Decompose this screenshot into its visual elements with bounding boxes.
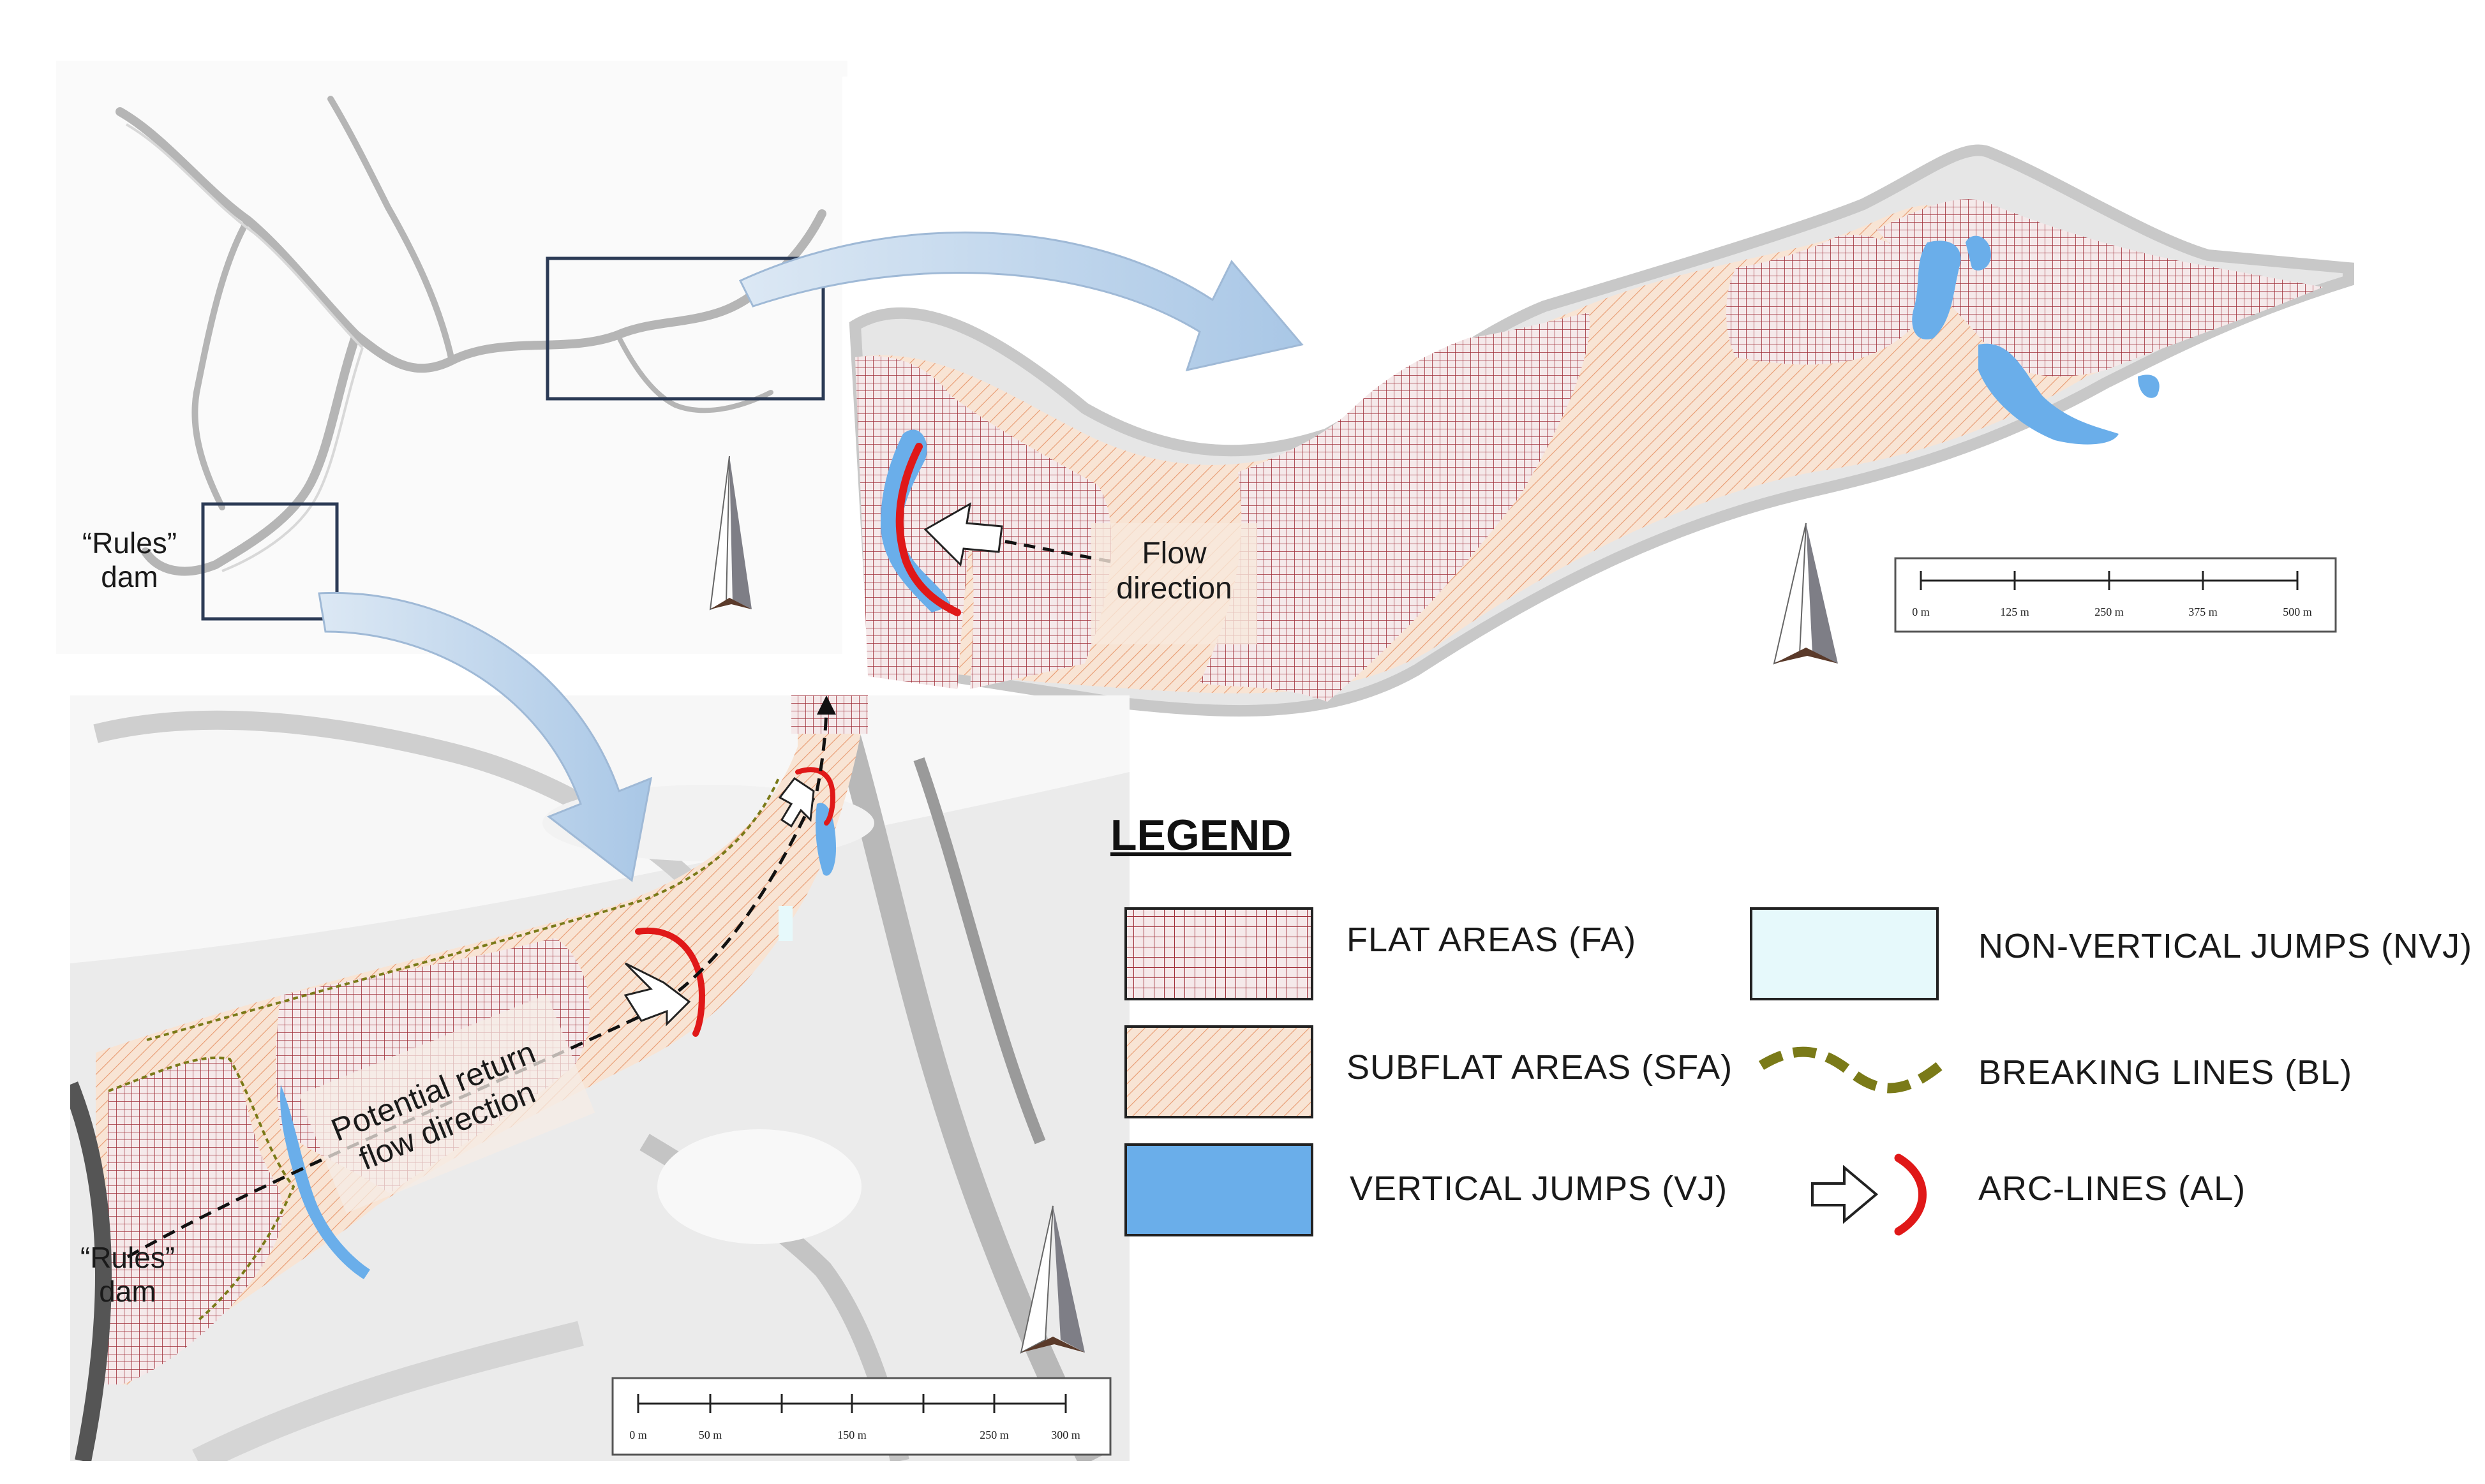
- lower-north-arrow-icon: [1020, 1205, 1085, 1354]
- legend-nvj-label: NON-VERTICAL JUMPS (NVJ): [1978, 927, 2473, 965]
- lower-scale-bar: 0 m 50 m 150 m 250 m 300 m: [611, 1377, 1112, 1456]
- lower-vertical-jump-1: [280, 1085, 370, 1279]
- lower-flow-arrow-icon-2: [778, 776, 815, 828]
- lower-arc-line-1: [635, 927, 706, 1037]
- upper-flat-area-2: [951, 396, 1112, 689]
- upper-flow-label: Flow direction: [1116, 537, 1232, 606]
- lower-arc-line-2: [795, 767, 836, 826]
- upper-arc-line: [895, 443, 961, 616]
- lower-scale-tick-0: 0 m: [629, 1428, 647, 1441]
- legend-title: LEGEND: [1110, 811, 1292, 859]
- lower-breaking-line-1: [108, 1057, 295, 1322]
- lower-map-canvas: 0 m 50 m 150 m 250 m 300 m: [70, 695, 1130, 1461]
- upper-scale-tick-0: 0 m: [1912, 605, 1930, 618]
- legend-arc-icon: [1894, 1154, 1927, 1236]
- legend: LEGEND FLAT AREAS (FA) SUBFLAT AREAS (SF…: [1110, 810, 2472, 1295]
- upper-vertical-jump-4: [2138, 375, 2160, 398]
- legend-bl-label: BREAKING LINES (BL): [1978, 1053, 2353, 1092]
- lower-flow-arrow-icon-1: [623, 962, 691, 1027]
- lower-scale-tick-3: 250 m: [980, 1428, 1009, 1441]
- lower-scale-tick-4: 300 m: [1051, 1428, 1080, 1441]
- legend-fa-swatch: [1124, 907, 1313, 1000]
- upper-scale-tick-1: 125 m: [2000, 605, 2029, 618]
- lower-dam-label: “Rules” dam: [80, 1241, 175, 1308]
- lower-detail-map: 0 m 50 m 150 m 250 m 300 m Potential ret…: [70, 695, 1130, 1461]
- legend-vj-swatch: [1124, 1143, 1313, 1236]
- upper-vertical-jump-1: [1912, 241, 1961, 339]
- legend-vj-label: VERTICAL JUMPS (VJ): [1350, 1169, 1728, 1208]
- upper-vertical-jump-2: [1966, 235, 1991, 271]
- upper-flow-arrow-line: [976, 534, 1111, 563]
- lower-dam-wall: [70, 1081, 112, 1461]
- overview-dam-label: “Rules” dam: [82, 526, 177, 593]
- upper-scale-tick-2: 250 m: [2094, 605, 2124, 618]
- upper-map-canvas: 0 m 125 m 250 m 375 m 500 m: [842, 83, 2374, 778]
- upper-scale-bar: 0 m 125 m 250 m 375 m 500 m: [1894, 557, 2337, 633]
- lower-flat-area-1: [102, 1058, 283, 1384]
- legend-al-label: ARC-LINES (AL): [1978, 1169, 2246, 1208]
- north-arrow-icon: [709, 456, 752, 611]
- upper-callout-box: [546, 256, 825, 401]
- legend-sfa-swatch: [1124, 1025, 1313, 1118]
- legend-al-swatch: [1811, 1154, 1927, 1236]
- legend-hollow-arrow-icon: [1811, 1164, 1879, 1224]
- upper-north-arrow-icon: [1773, 523, 1838, 665]
- lower-scale-tick-2: 150 m: [837, 1428, 867, 1441]
- upper-flat-area-3: [1200, 313, 1590, 702]
- upper-vertical-jump-3: [1978, 343, 2119, 445]
- dam-callout-box: [201, 502, 339, 621]
- lower-non-vertical-jump: [779, 906, 793, 941]
- legend-bl-swatch: [1758, 1046, 1943, 1094]
- upper-flow-arrow-icon: [923, 502, 1003, 567]
- legend-sfa-label: SUBFLAT AREAS (SFA): [1347, 1048, 1733, 1087]
- lower-scale-tick-1: 50 m: [699, 1428, 722, 1441]
- upper-flat-area-4: [1726, 235, 1930, 365]
- legend-nvj-swatch: [1750, 907, 1939, 1000]
- overview-map: “Rules” dam: [56, 61, 847, 654]
- upper-vertical-jump-5: [881, 429, 951, 612]
- lower-breaking-line-2: [146, 778, 780, 1041]
- lower-vertical-jump-2: [816, 803, 836, 876]
- upper-scale-tick-4: 500 m: [2283, 605, 2312, 618]
- legend-fa-label: FLAT AREAS (FA): [1347, 921, 1637, 959]
- upper-detail-map: 0 m 125 m 250 m 375 m 500 m Flow directi…: [842, 77, 2374, 778]
- upper-scale-tick-3: 375 m: [2188, 605, 2218, 618]
